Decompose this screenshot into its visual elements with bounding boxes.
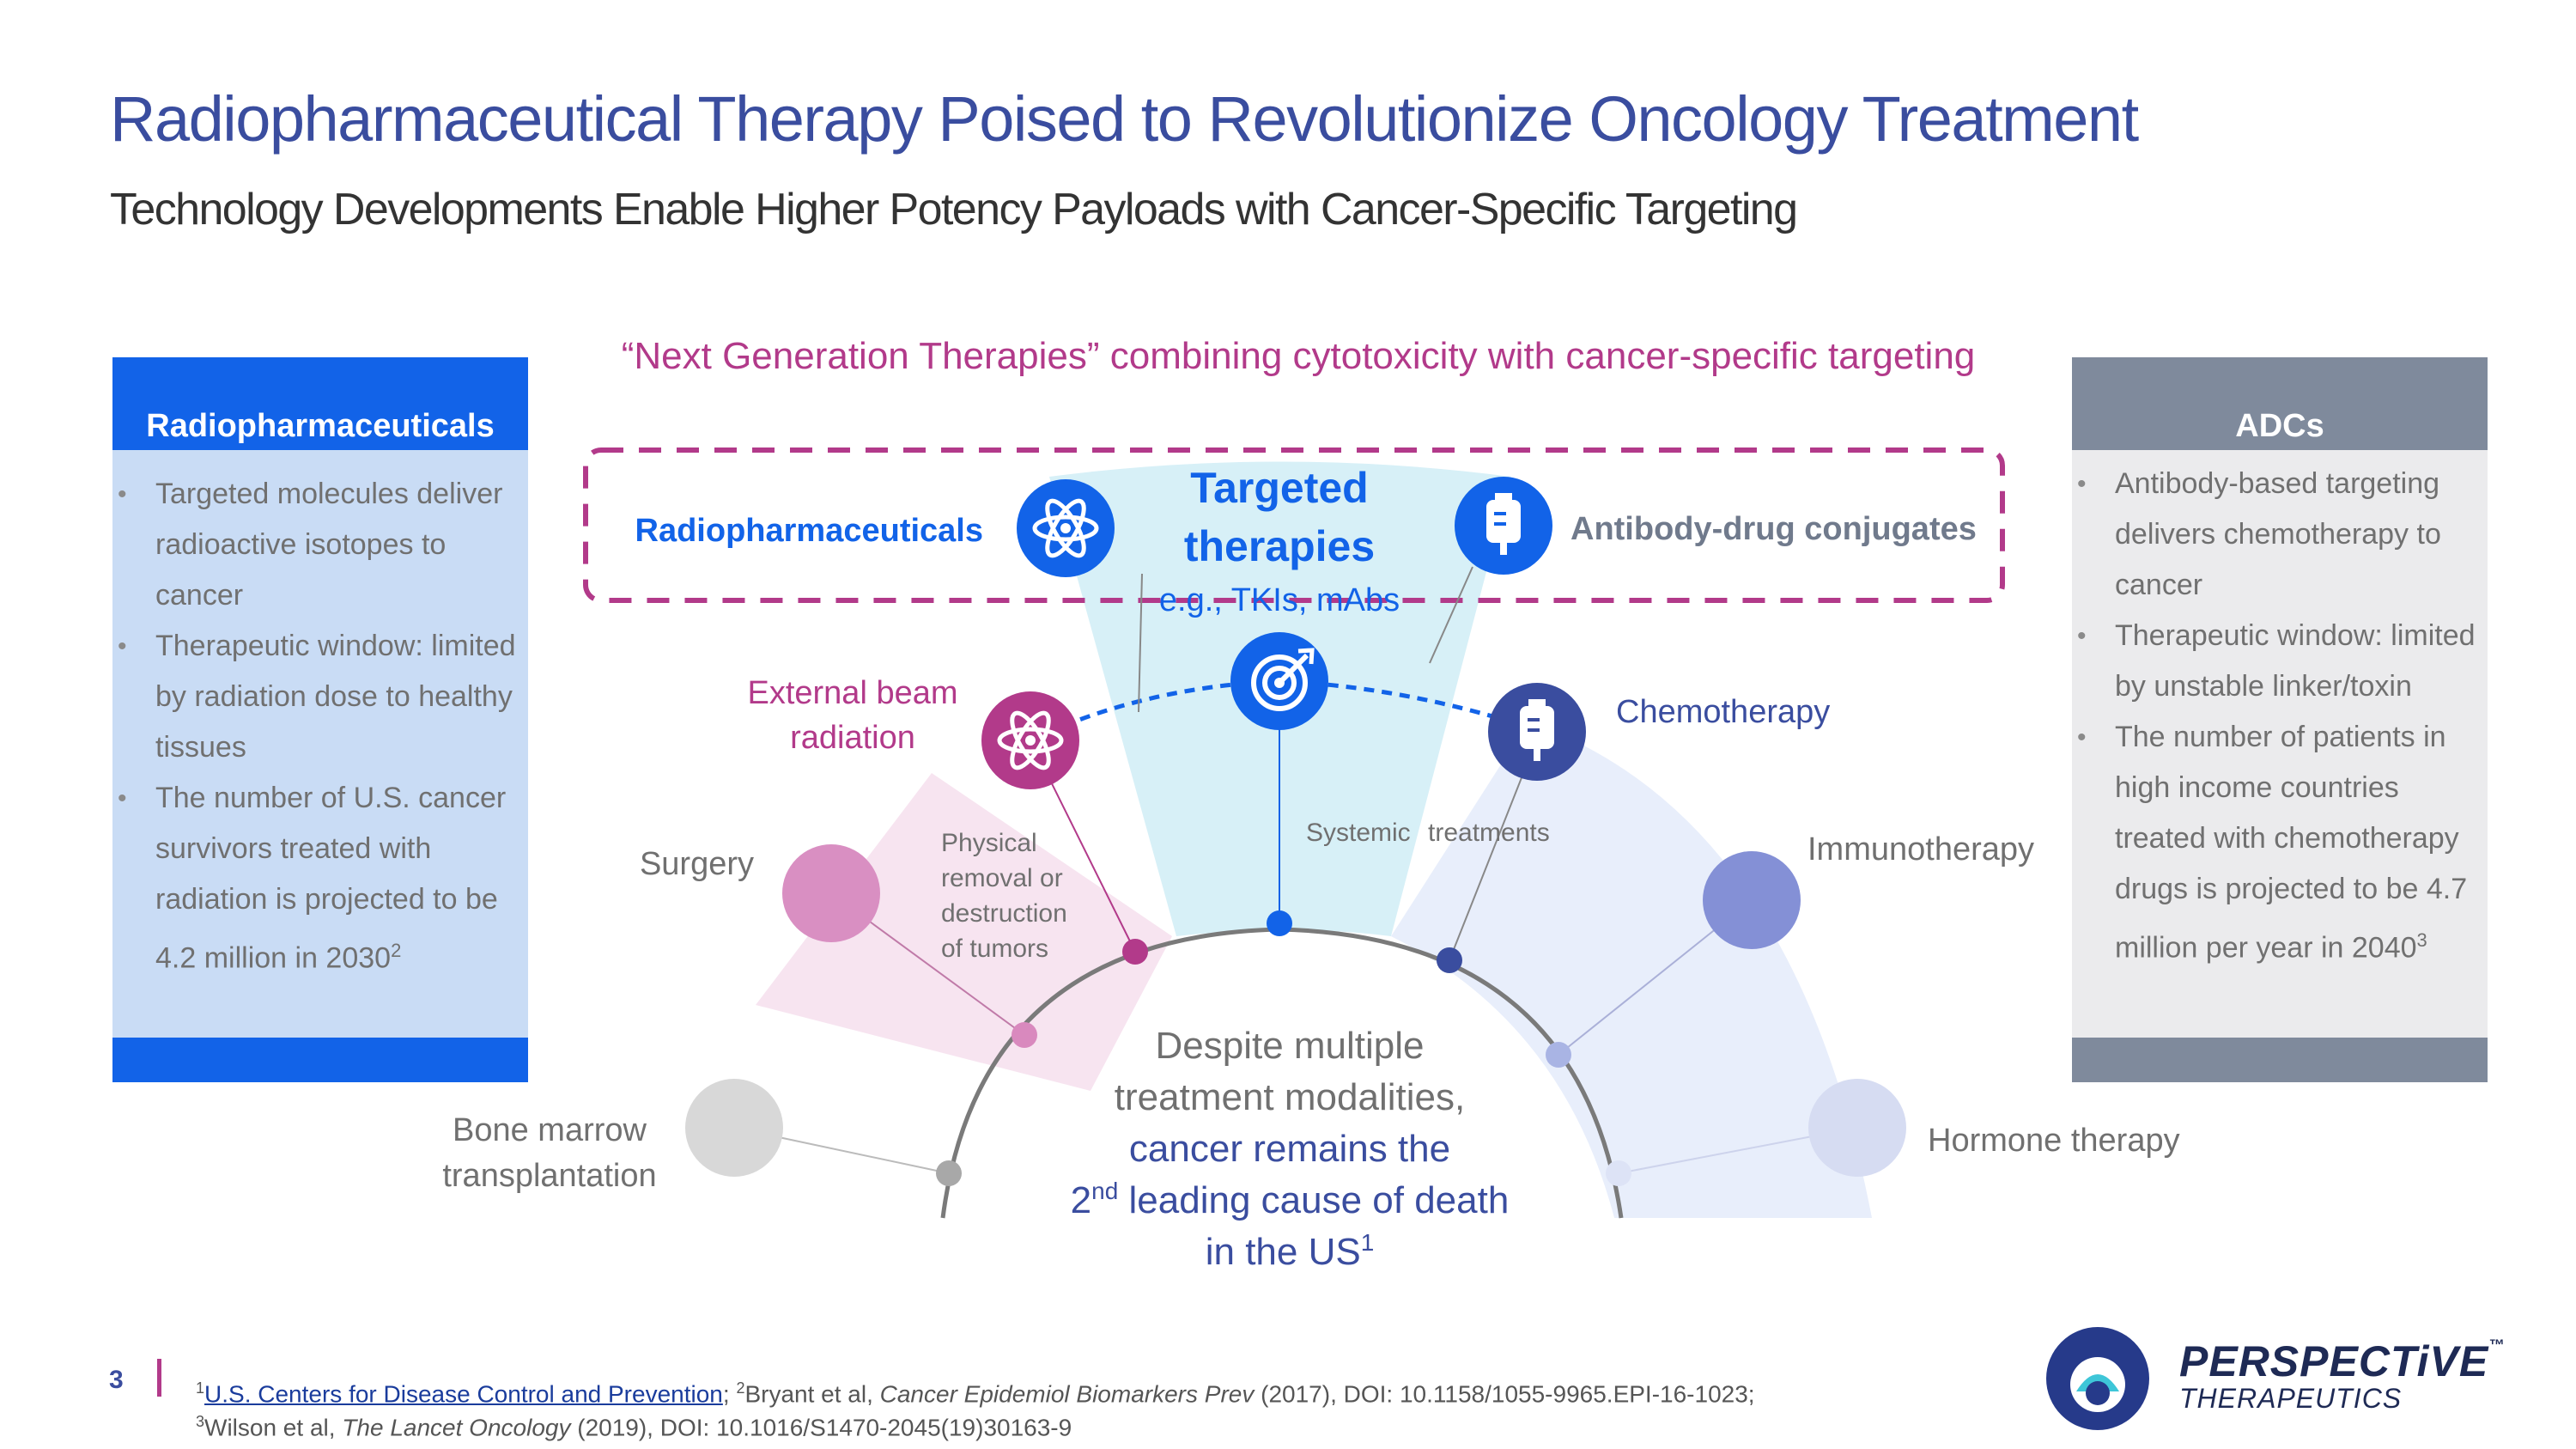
arc-marker — [1606, 1160, 1631, 1186]
arc-marker — [936, 1160, 962, 1186]
targeted-examples: e.g., TKIs, mAbs — [1159, 582, 1400, 618]
company-logo: PERSPECTiVE™ — [2179, 1336, 2506, 1385]
adc-label: Antibody-drug conjugates — [1571, 511, 1977, 547]
surgery-circle — [782, 844, 880, 942]
list-item: Therapeutic window: limited by unstable … — [2072, 611, 2488, 712]
logo-mark-icon — [2046, 1327, 2149, 1430]
footnote-marker: 3 — [2416, 929, 2427, 951]
list-item: The number of U.S. cancer survivors trea… — [112, 773, 528, 983]
panel-footer-bar — [2072, 1038, 2488, 1082]
radiopharmaceuticals-label: Radiopharmaceuticals — [635, 513, 983, 549]
panel-footer-bar — [112, 1038, 528, 1082]
list-item: Targeted molecules deliver radioactive i… — [112, 469, 528, 621]
list-item: Antibody-based targeting delivers chemot… — [2072, 459, 2488, 611]
atom-icon — [981, 691, 1079, 789]
immunotherapy-label: Immunotherapy — [1807, 831, 2034, 868]
zone-label: treatments — [1428, 819, 1550, 847]
page-subtitle: Technology Developments Enable Higher Po… — [110, 185, 1798, 234]
zone-label: destruction — [941, 899, 1067, 928]
footnote-marker: 2 — [391, 940, 402, 961]
panel-title: ADCs — [2072, 357, 2488, 450]
connector-line — [1429, 566, 1473, 664]
chemotherapy-label: Chemotherapy — [1616, 694, 1830, 730]
targeted-label: therapies — [1184, 522, 1375, 570]
atom-icon — [1017, 479, 1115, 577]
zone-label: removal or — [941, 864, 1063, 892]
local-therapy-sector — [756, 773, 1172, 1091]
next-gen-box — [583, 447, 2005, 603]
company-logo-sub: THERAPEUTICS — [2179, 1383, 2403, 1414]
arc-marker — [1546, 1042, 1571, 1068]
connector-line — [1138, 573, 1143, 713]
center-statement: cancer remains the — [1129, 1128, 1450, 1170]
arc-marker — [1012, 1022, 1037, 1048]
center-statement: Despite multiple — [1155, 1025, 1424, 1067]
center-statement: in the US1 — [1206, 1229, 1375, 1273]
targeted-label: Targeted — [1190, 464, 1368, 512]
hormone-therapy-circle — [1808, 1079, 1906, 1177]
hormone-therapy-label: Hormone therapy — [1928, 1123, 2180, 1159]
bone-marrow-label: Bone marrow — [453, 1112, 647, 1148]
external-beam-label: radiation — [790, 720, 915, 756]
external-beam-label: External beam — [747, 675, 957, 711]
page-number: 3 — [109, 1366, 124, 1394]
bone-marrow-circle — [685, 1079, 783, 1177]
references: 1U.S. Centers for Disease Control and Pr… — [196, 1379, 1755, 1441]
bullet-list: Antibody-based targeting delivers chemot… — [2072, 459, 2488, 973]
adcs-panel: ADCs Antibody-based targeting delivers c… — [2072, 357, 2488, 1082]
arc-marker — [1122, 939, 1148, 965]
zone-label: Physical — [941, 829, 1037, 857]
target-icon — [1230, 632, 1328, 730]
iv-bag-icon — [1488, 683, 1586, 781]
cdc-link[interactable]: U.S. Centers for Disease Control and Pre… — [204, 1380, 723, 1408]
immunotherapy-circle — [1703, 851, 1801, 949]
zone-label: of tumors — [941, 935, 1048, 963]
radiopharmaceuticals-panel: Radiopharmaceuticals Targeted molecules … — [112, 357, 528, 1082]
list-item: Therapeutic window: limited by radiation… — [112, 621, 528, 773]
iv-bag-icon — [1455, 477, 1552, 575]
center-statement: treatment modalities, — [1115, 1076, 1465, 1118]
center-statement: 2nd leading cause of death — [1071, 1178, 1510, 1221]
bullet-list: Targeted molecules deliver radioactive i… — [112, 469, 528, 983]
next-gen-caption: “Next Generation Therapies” combining cy… — [621, 335, 1976, 377]
bone-marrow-label: transplantation — [442, 1158, 656, 1194]
zone-label: Systemic — [1306, 819, 1411, 847]
panel-title: Radiopharmaceuticals — [112, 357, 528, 450]
footer-divider — [157, 1359, 161, 1397]
arc-marker — [1437, 947, 1462, 973]
arc-marker — [1267, 910, 1292, 936]
page-title: Radiopharmaceutical Therapy Poised to Re… — [110, 83, 2139, 155]
surgery-label: Surgery — [640, 846, 754, 882]
systemic-sector — [1391, 721, 1872, 1218]
list-item: The number of patients in high income co… — [2072, 712, 2488, 973]
